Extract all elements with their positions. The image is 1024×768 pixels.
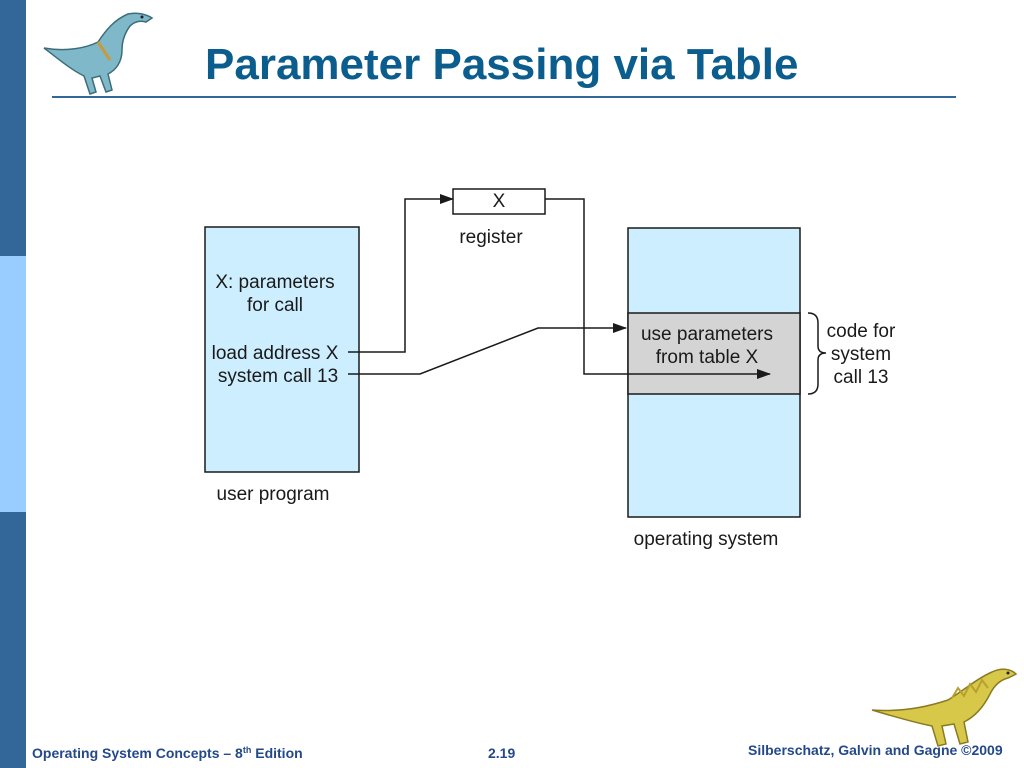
arrow-load-address-to-register	[348, 194, 454, 353]
footer-edition-word: Edition	[251, 745, 303, 761]
register-label: register	[459, 227, 523, 248]
operating-system-label: operating system	[634, 529, 779, 550]
register-box	[452, 188, 546, 215]
section-brace	[807, 312, 827, 395]
arrow-system-call-to-os	[348, 323, 627, 375]
user-program-line4: system call 13	[218, 366, 338, 387]
brace-note-line3: call 13	[834, 367, 889, 388]
footer-page-number: 2.19	[488, 745, 516, 761]
footer-copyright: Silberschatz, Galvin and Gagne ©2009	[748, 742, 1003, 758]
title-divider	[52, 96, 956, 98]
dinosaur-logo-bottom	[871, 668, 1018, 747]
system-call-section	[627, 312, 801, 395]
brace-note-line1: code for	[827, 321, 896, 342]
user-program-line2: for call	[247, 295, 303, 316]
sidebar-highlight	[0, 256, 26, 512]
user-program-label: user program	[217, 484, 330, 505]
register-value: X	[493, 191, 506, 212]
brace-note-line2: system	[831, 344, 891, 365]
user-program-box	[204, 226, 360, 473]
arrow-register-to-table	[545, 198, 771, 379]
footer-book-name: Operating System Concepts – 8	[32, 745, 243, 761]
footer-edition-superscript: th	[242, 745, 252, 755]
user-program-line3: load address X	[212, 343, 339, 364]
dinosaur-logo-top	[43, 12, 154, 95]
os-section-line2: from table X	[656, 347, 759, 368]
slide-title: Parameter Passing via Table	[205, 40, 799, 89]
footer-book-title: Operating System Concepts – 8th Edition	[32, 745, 303, 761]
os-section-line1: use parameters	[641, 324, 773, 345]
user-program-line1: X: parameters	[215, 272, 334, 293]
